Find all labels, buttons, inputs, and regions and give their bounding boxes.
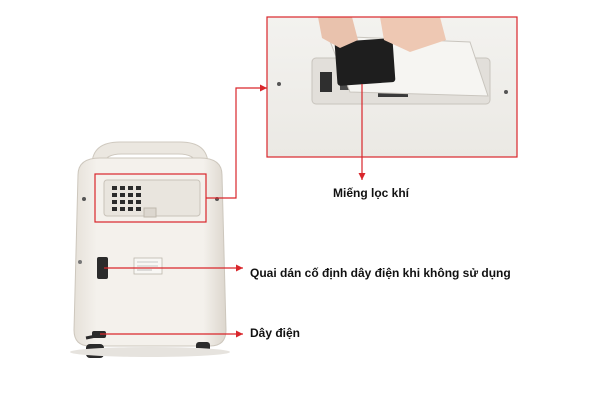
floor-shadow bbox=[70, 347, 230, 357]
connector-arrowhead-filter bbox=[358, 173, 366, 180]
vent-grille bbox=[112, 186, 141, 211]
inset-frame bbox=[266, 16, 518, 158]
label-air-filter: Miếng lọc khí bbox=[333, 186, 410, 200]
cord-strap bbox=[97, 257, 108, 279]
inset-filter-photo bbox=[267, 17, 517, 157]
screw-left bbox=[82, 197, 86, 201]
filter-pad bbox=[334, 38, 396, 86]
label-cord-strap: Quai dán cố định dây điện khi không sử d… bbox=[250, 266, 511, 280]
hand-right bbox=[380, 17, 446, 52]
connector-arrowhead-strap bbox=[236, 264, 243, 272]
power-cord bbox=[85, 332, 107, 340]
screw-left-mid bbox=[78, 260, 82, 264]
cover-latch bbox=[143, 207, 157, 218]
connector-filter-area-to-inset bbox=[206, 87, 267, 199]
label-power-cord: Dây điện bbox=[250, 326, 301, 340]
oxygen-concentrator-device bbox=[70, 141, 230, 358]
connector-arrowhead-cord bbox=[236, 330, 243, 338]
hand-left bbox=[318, 17, 358, 48]
connector-arrowhead-inset bbox=[260, 84, 267, 92]
